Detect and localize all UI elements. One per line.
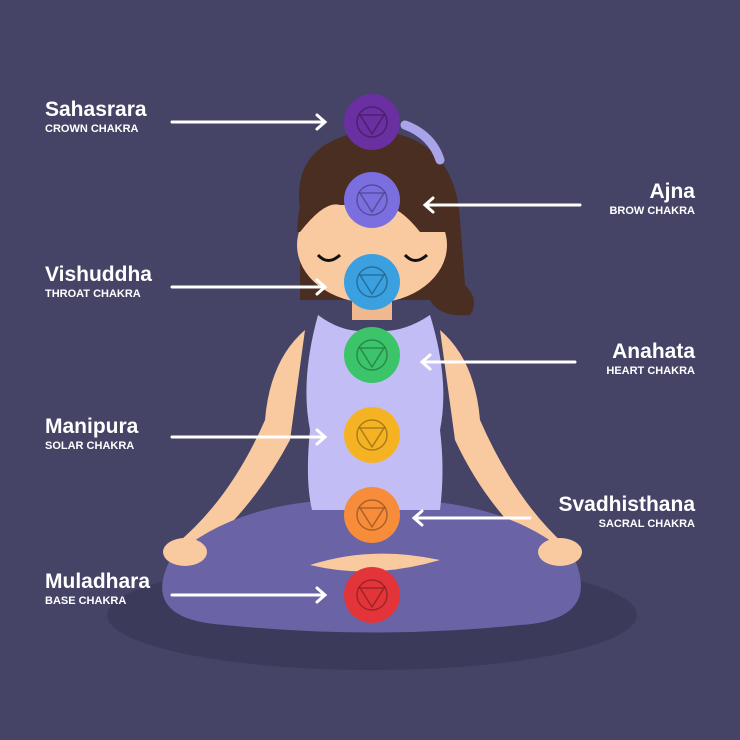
arrows bbox=[170, 113, 582, 604]
chakra-symbol-sahasrara bbox=[344, 94, 400, 150]
chakra-symbol-anahata bbox=[344, 327, 400, 383]
chakra-name: Muladhara bbox=[45, 570, 151, 593]
chakra-symbol-ajna bbox=[344, 172, 400, 228]
chakra-symbol-manipura bbox=[344, 407, 400, 463]
chakra-name: Manipura bbox=[45, 415, 139, 438]
chakra-symbol-muladhara bbox=[344, 567, 400, 623]
chakra-name: Vishuddha bbox=[45, 263, 152, 286]
chakra-subtitle: BASE CHAKRA bbox=[45, 595, 127, 607]
chakra-subtitle: HEART CHAKRA bbox=[606, 365, 695, 377]
chakra-name: Anahata bbox=[612, 340, 695, 363]
chakra-subtitle: SOLAR CHAKRA bbox=[45, 440, 135, 452]
chakra-subtitle: BROW CHAKRA bbox=[609, 205, 695, 217]
chakra-name: Sahasrara bbox=[45, 98, 147, 121]
left-arm bbox=[175, 330, 305, 560]
chakra-name: Ajna bbox=[649, 180, 695, 203]
chakra-subtitle: THROAT CHAKRA bbox=[45, 288, 141, 300]
chakra-symbol-svadhisthana bbox=[344, 487, 400, 543]
chakra-name: Svadhisthana bbox=[558, 493, 695, 516]
chakra-symbol-vishuddha bbox=[344, 254, 400, 310]
right-arm bbox=[440, 330, 565, 560]
chakra-subtitle: CROWN CHAKRA bbox=[45, 123, 139, 135]
chakra-subtitle: SACRAL CHAKRA bbox=[598, 518, 695, 530]
